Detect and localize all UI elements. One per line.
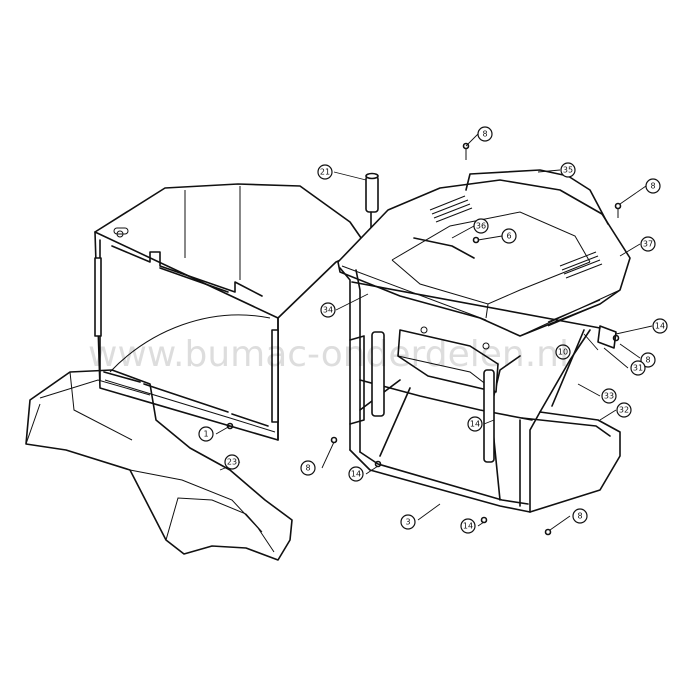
callout-14: 14: [460, 518, 476, 534]
callout-circle: [560, 162, 576, 178]
callout-number: 36: [476, 222, 486, 231]
callout-circle: [400, 514, 416, 530]
callout-number: 6: [506, 232, 511, 241]
callout-33: 33: [601, 388, 617, 404]
callout-number: 8: [577, 512, 582, 521]
callout-10: 10: [555, 344, 571, 360]
callout-32: 32: [616, 402, 632, 418]
callout-23: 23: [224, 454, 240, 470]
callout-number: 8: [482, 130, 487, 139]
callout-1: 1: [198, 426, 214, 442]
callout-circle: [572, 508, 588, 524]
callout-circle: [640, 352, 656, 368]
callout-8: 8: [572, 508, 588, 524]
callout-14: 14: [652, 318, 668, 334]
callout-8: 8: [477, 126, 493, 142]
callout-number: 8: [645, 356, 650, 365]
lid-handle-bar: [465, 169, 609, 225]
callout-circle: [320, 302, 336, 318]
callout-number: 21: [320, 168, 330, 177]
callout-number: 37: [643, 240, 653, 249]
discharge-chute: [25, 369, 293, 561]
callout-circle: [348, 466, 364, 482]
watermark-text: www.bumac-onderdelen.nl: [88, 334, 569, 375]
grass-bag-body: [94, 183, 369, 441]
callout-circle: [460, 518, 476, 534]
callout-circle: [645, 178, 661, 194]
callout-8: 8: [640, 352, 656, 368]
callout-number: 10: [558, 348, 568, 357]
callout-6: 6: [501, 228, 517, 244]
lid-grip: [413, 237, 475, 259]
callout-37: 37: [640, 236, 656, 252]
callout-circle: [198, 426, 214, 442]
callout-circle: [640, 236, 656, 252]
callout-number: 31: [633, 364, 643, 373]
callout-circle: [555, 344, 571, 360]
callout-circle: [224, 454, 240, 470]
callout-number: 1: [203, 430, 208, 439]
lid-vent-slots-left: [429, 195, 473, 223]
callout-number: 14: [470, 420, 480, 429]
callout-36: 36: [473, 218, 489, 234]
callout-21: 21: [317, 164, 333, 180]
callout-number: 32: [619, 406, 629, 415]
callout-number: 35: [563, 166, 573, 175]
callout-circle: [467, 416, 483, 432]
callout-14: 14: [348, 466, 364, 482]
callout-number: 14: [463, 522, 473, 531]
callout-circle: [317, 164, 333, 180]
callout-14: 14: [467, 416, 483, 432]
callout-number: 34: [323, 306, 333, 315]
callout-circle: [616, 402, 632, 418]
callout-number: 33: [604, 392, 614, 401]
callout-35: 35: [560, 162, 576, 178]
callout-31: 31: [630, 360, 646, 376]
callout-number: 14: [351, 470, 361, 479]
callout-circle: [477, 126, 493, 142]
callout-circle: [501, 228, 517, 244]
callout-8: 8: [645, 178, 661, 194]
callout-labels: [215, 133, 653, 531]
callout-number: 23: [227, 458, 237, 467]
callout-34: 34: [320, 302, 336, 318]
lid-vent-slots-right: [559, 251, 603, 279]
handle-tube: [365, 172, 379, 249]
callout-number: 8: [305, 464, 310, 473]
bag-frame: [339, 267, 621, 513]
callout-circle: [601, 388, 617, 404]
callout-3: 3: [400, 514, 416, 530]
callout-number: 3: [405, 518, 410, 527]
callout-circle: [630, 360, 646, 376]
callout-8: 8: [300, 460, 316, 476]
callout-circle: [652, 318, 668, 334]
callout-circle: [473, 218, 489, 234]
bag-lid: [337, 179, 631, 337]
callout-circle: [300, 460, 316, 476]
callout-number: 14: [655, 322, 665, 331]
callout-number: 8: [650, 182, 655, 191]
